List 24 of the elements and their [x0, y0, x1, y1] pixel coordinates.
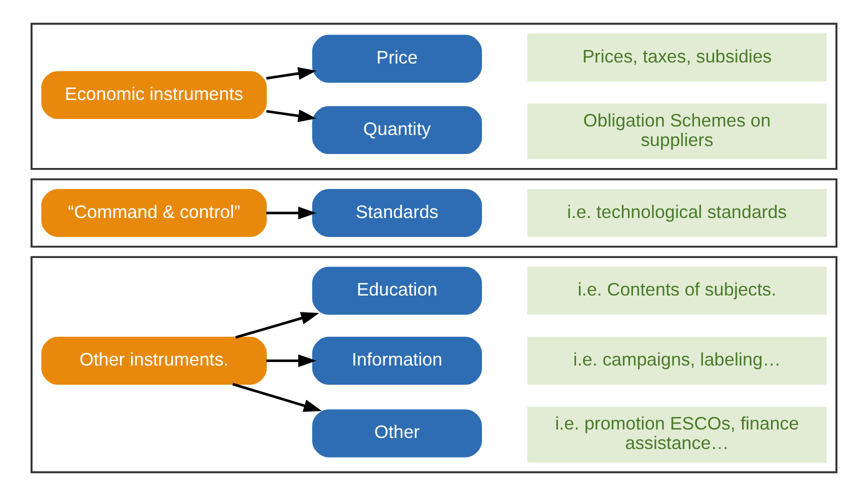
node-box: Standards	[312, 189, 482, 237]
node-box: Other instruments.	[40, 336, 266, 385]
arrow	[234, 312, 319, 339]
node-box: Prices, taxes, subsidies	[526, 34, 826, 82]
cluster	[30, 178, 837, 248]
node-box: Information	[312, 336, 482, 385]
node-box: i.e. Contents of subjects.	[526, 266, 826, 315]
node-box: Education	[312, 266, 482, 315]
arrow	[266, 110, 316, 122]
arrow	[266, 354, 316, 368]
cluster	[30, 256, 837, 474]
node-box: Other	[312, 409, 482, 458]
node-box: i.e. technological standards	[526, 189, 826, 237]
arrow	[266, 67, 316, 80]
cluster	[30, 22, 837, 170]
node-box: Obligation Schemes on suppliers	[526, 103, 826, 160]
node-box: i.e. campaigns, labeling…	[526, 336, 826, 385]
arrow	[266, 206, 316, 220]
arrow	[232, 382, 322, 412]
node-box: “Command & control”	[40, 189, 266, 237]
node-box: Economic instruments	[40, 71, 266, 120]
node-box: Price	[312, 34, 482, 83]
node-box: i.e. promotion ESCOs, finance assistance…	[526, 406, 826, 462]
node-box: Quantity	[312, 106, 482, 154]
